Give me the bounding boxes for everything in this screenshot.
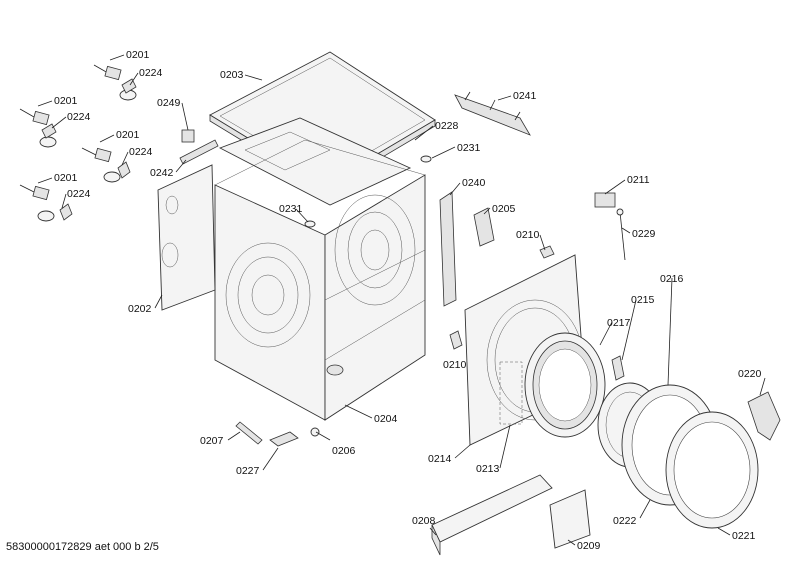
screw-set-1 xyxy=(93,64,137,101)
housing-frame xyxy=(214,139,426,421)
label-0215: 0215 xyxy=(631,294,655,306)
label-0241: 0241 xyxy=(513,90,537,102)
label-0209: 0209 xyxy=(577,540,601,552)
label-0229: 0229 xyxy=(632,228,656,240)
label-0204: 0204 xyxy=(374,413,398,425)
label-0207: 0207 xyxy=(200,435,224,447)
label-0240: 0240 xyxy=(462,177,486,189)
label-0208: 0208 xyxy=(412,515,436,527)
part-0205 xyxy=(473,207,495,247)
hinge-0220 xyxy=(747,391,781,441)
foot-0206 xyxy=(310,427,320,437)
label-0224: 0224 xyxy=(139,67,163,79)
label-0213: 0213 xyxy=(476,463,500,475)
cable-end xyxy=(616,208,624,216)
door-outer-ring xyxy=(665,411,759,529)
side-panel xyxy=(157,164,216,311)
label-0211: 0211 xyxy=(627,174,650,186)
part-labels: 0201 0224 0201 0224 0201 0224 0201 0224 … xyxy=(54,49,762,552)
switch-0211 xyxy=(594,192,616,208)
wrench-0207 xyxy=(235,421,263,445)
screw-set-3 xyxy=(81,147,131,183)
label-0210: 0210 xyxy=(516,229,540,241)
label-0222: 0222 xyxy=(613,515,637,527)
label-0217: 0217 xyxy=(607,317,631,329)
label-0214: 0214 xyxy=(428,453,452,465)
label-0216: 0216 xyxy=(660,273,684,285)
panel-0209 xyxy=(549,489,591,549)
screw-set-4 xyxy=(19,184,73,222)
label-0210: 0210 xyxy=(443,359,467,371)
clip-0231b xyxy=(304,220,316,228)
label-0242: 0242 xyxy=(150,167,174,179)
label-0221: 0221 xyxy=(732,530,756,542)
clip-0231a xyxy=(420,155,432,163)
label-0201: 0201 xyxy=(54,95,78,107)
label-0231: 0231 xyxy=(279,203,303,215)
label-0224: 0224 xyxy=(67,111,91,123)
part-0210b xyxy=(449,330,463,350)
leader-lines xyxy=(37,54,766,546)
label-0224: 0224 xyxy=(129,146,153,158)
label-0231: 0231 xyxy=(457,142,481,154)
part-0249 xyxy=(181,129,195,143)
label-0224: 0224 xyxy=(67,188,91,200)
label-0206: 0206 xyxy=(332,445,356,457)
label-0202: 0202 xyxy=(128,303,152,315)
rail-0241 xyxy=(454,91,531,136)
cable-0229 xyxy=(619,211,626,261)
label-0203: 0203 xyxy=(220,69,244,81)
cover-plate xyxy=(218,117,412,206)
label-0201: 0201 xyxy=(126,49,150,61)
bracket-0240 xyxy=(439,191,457,307)
screw-set-2 xyxy=(19,108,57,148)
label-0249: 0249 xyxy=(157,97,181,109)
detergent-drawer xyxy=(431,474,553,556)
bar-0242 xyxy=(179,139,219,165)
document-id-footer: 58300000172829 aet 000 b 2/5 xyxy=(6,541,159,553)
label-0228: 0228 xyxy=(435,120,459,132)
part-0210a xyxy=(539,245,555,259)
part-0227 xyxy=(269,431,299,447)
door-gasket xyxy=(524,332,625,438)
label-0227: 0227 xyxy=(236,465,260,477)
label-0205: 0205 xyxy=(492,203,516,215)
label-0220: 0220 xyxy=(738,368,762,380)
label-0201: 0201 xyxy=(116,129,140,141)
label-0201: 0201 xyxy=(54,172,78,184)
